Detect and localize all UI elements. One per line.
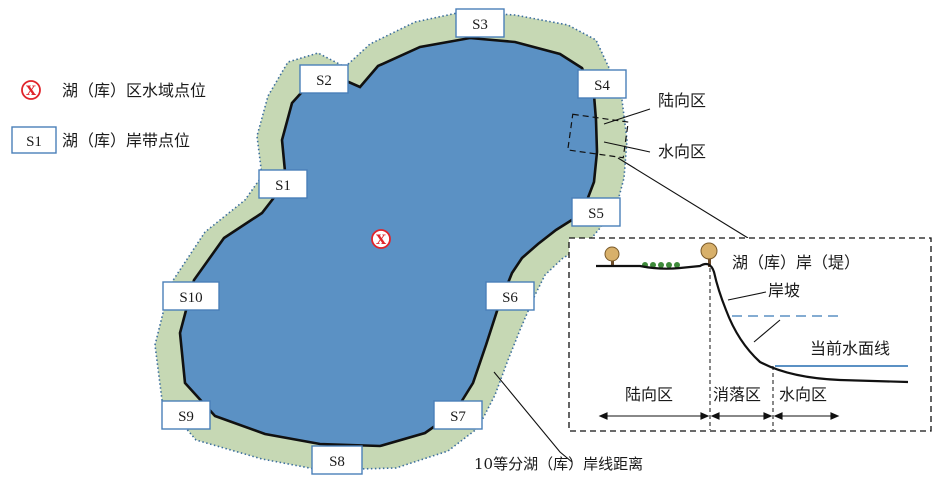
legend-water-marker-icon: X xyxy=(21,80,41,100)
tree-icon-left xyxy=(604,246,620,266)
shore-point-s4: S4 xyxy=(577,69,627,99)
shore-point-s5: S5 xyxy=(571,197,621,227)
bank-profile xyxy=(596,262,909,384)
svg-text:S5: S5 xyxy=(588,206,604,222)
shore-point-s10: S10 xyxy=(162,281,220,311)
legend: X 湖（库）区水域点位 S1 湖（库）岸带点位 xyxy=(11,80,206,154)
svg-text:S10: S10 xyxy=(179,290,202,306)
shore-point-s2: S2 xyxy=(299,64,349,94)
shore-point-s8: S8 xyxy=(311,445,363,475)
water-side-leader xyxy=(603,141,651,153)
shore-point-s9: S9 xyxy=(161,400,211,430)
water-side-label: 水向区 xyxy=(658,142,706,161)
zone-water-arrow xyxy=(773,412,840,420)
water-line-label: 当前水面线 xyxy=(810,339,890,358)
division-note: 10等分湖（库）岸线距离 xyxy=(474,455,643,473)
zone-water-label: 水向区 xyxy=(779,385,827,404)
svg-text:X: X xyxy=(376,233,387,248)
zoom-connector xyxy=(617,157,749,239)
shore-point-s3: S3 xyxy=(455,8,505,38)
water-point-marker: X xyxy=(371,229,391,249)
inset-title: 湖（库）岸（堤） xyxy=(732,253,860,272)
shore-point-s1: S1 xyxy=(258,169,308,199)
land-side-leader xyxy=(603,108,651,125)
svg-text:S1: S1 xyxy=(275,178,291,194)
svg-text:S2: S2 xyxy=(316,73,332,89)
inset-frame xyxy=(568,237,932,432)
svg-text:S8: S8 xyxy=(329,454,345,470)
zone-fluctuation-label: 消落区 xyxy=(713,385,761,404)
land-side-label: 陆向区 xyxy=(658,91,706,110)
svg-text:X: X xyxy=(26,84,37,99)
zone-land-arrow xyxy=(598,412,710,420)
svg-text:S7: S7 xyxy=(450,409,466,425)
svg-text:S3: S3 xyxy=(472,17,488,33)
zone-fluctuation-arrow xyxy=(710,412,773,420)
svg-text:S4: S4 xyxy=(594,78,610,94)
zoom-box xyxy=(567,113,629,159)
svg-text:S6: S6 xyxy=(502,290,518,306)
zone-land-label: 陆向区 xyxy=(625,385,673,404)
division-leader xyxy=(493,371,573,463)
legend-shore-label: 湖（库）岸带点位 xyxy=(62,131,190,150)
slope-label: 岸坡 xyxy=(768,281,800,300)
legend-shore-marker: S1 xyxy=(26,134,42,150)
cross-section-inset: 湖（库）岸（堤） 岸坡 当前水面线 陆向区 消落区 水向区 xyxy=(568,237,932,432)
shore-point-s7: S7 xyxy=(433,400,483,430)
tree-icon-right xyxy=(700,242,718,267)
shore-point-s6: S6 xyxy=(485,281,535,311)
svg-text:S9: S9 xyxy=(178,409,194,425)
legend-water-label: 湖（库）区水域点位 xyxy=(62,81,206,100)
